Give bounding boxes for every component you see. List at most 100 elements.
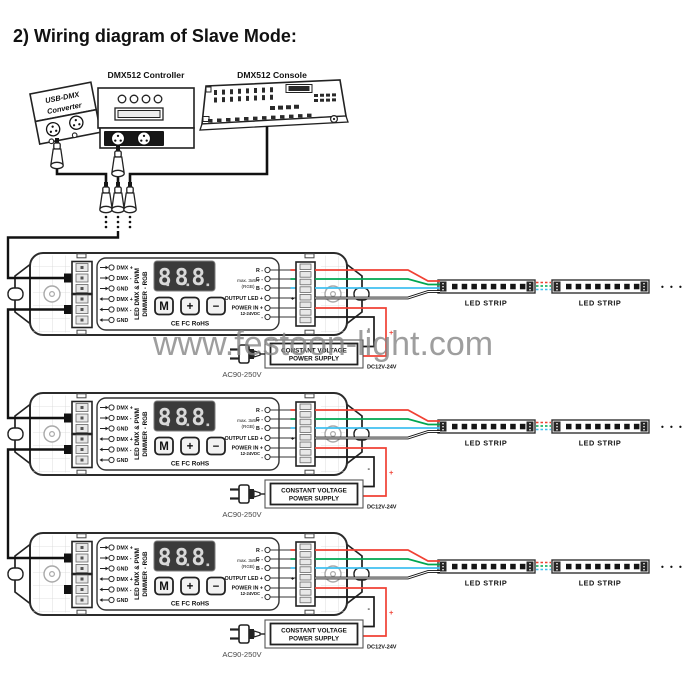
ac-input-label: AC90-250V <box>222 370 262 379</box>
wire-green <box>315 278 440 286</box>
svg-text:POWER IN +: POWER IN + <box>232 445 263 451</box>
wire-plus-inner <box>315 291 440 299</box>
converter-cable <box>55 167 108 182</box>
terminal-row-in-1: DMX + <box>100 264 133 271</box>
strip-connector-dashes <box>536 281 551 291</box>
dmx-chain-wires <box>6 231 120 560</box>
svg-text:POWER IN +: POWER IN + <box>232 305 263 311</box>
led-strip-2: LED STRIP <box>551 279 650 308</box>
m-button <box>154 576 174 596</box>
terminal-row-out-3: GND <box>99 596 128 604</box>
svg-text:+: + <box>187 441 194 453</box>
svg-text:+: + <box>187 581 194 593</box>
psu-minus-label: - <box>368 604 371 613</box>
svg-text:POWER SUPPLY: POWER SUPPLY <box>289 356 340 363</box>
svg-text:GND: GND <box>117 426 129 432</box>
led-strip-2: LED STRIP <box>551 559 650 588</box>
svg-text:OUTPUT LED +: OUTPUT LED + <box>225 296 263 302</box>
led-strip-label: LED STRIP <box>579 439 622 448</box>
psu-minus-label: - <box>368 464 371 473</box>
wire-green <box>315 418 440 426</box>
seven-segment-display: 888 <box>153 400 216 432</box>
svg-text:(RGB): (RGB) <box>241 284 254 289</box>
svg-text:R -: R - <box>256 408 263 414</box>
svg-text:DMX -: DMX - <box>117 556 132 562</box>
psu-plus-label: + <box>389 468 394 477</box>
svg-text:DMX +: DMX + <box>117 297 133 303</box>
dmx512-console <box>199 79 349 131</box>
svg-text:CONSTANT VOLTAGE: CONSTANT VOLTAGE <box>281 348 347 355</box>
svg-text:POWER IN +: POWER IN + <box>232 585 263 591</box>
psu-plus-label: + <box>389 608 394 617</box>
console-cable <box>128 126 269 182</box>
svg-text:OUTPUT LED +: OUTPUT LED + <box>225 436 263 442</box>
svg-text:12-24VDC: 12-24VDC <box>240 451 260 456</box>
power-wires: - + <box>315 447 394 497</box>
plus-button <box>180 296 200 316</box>
certification-marks: CE FC RoHS <box>171 321 210 328</box>
led-strip-label: LED STRIP <box>465 299 508 308</box>
certification-marks: CE FC RoHS <box>171 461 210 468</box>
strip-ellipsis: • • • <box>661 283 684 292</box>
dmx512-controller <box>97 87 195 149</box>
svg-text:POWER SUPPLY: POWER SUPPLY <box>289 636 340 643</box>
ac-input-label: AC90-250V <box>222 510 262 519</box>
dc-output-label: DC12V-24V <box>367 645 397 651</box>
product-name-line2: DIMMER - RGB <box>142 551 149 597</box>
svg-text:GND: GND <box>117 318 129 324</box>
svg-text:-: - <box>261 455 263 461</box>
svg-text:-: - <box>261 315 263 321</box>
output-terminal-block: + <box>290 261 316 327</box>
svg-text:CONSTANT VOLTAGE: CONSTANT VOLTAGE <box>281 628 347 635</box>
power-wire-plus <box>315 587 387 637</box>
terminal-row-out-1: DMX + <box>99 575 133 583</box>
svg-text:12-24VDC: 12-24VDC <box>240 311 260 316</box>
m-button <box>154 296 174 316</box>
display-digits: 888 <box>158 265 209 291</box>
led-wires <box>315 409 440 440</box>
dmx-terminal-blocks <box>64 260 93 329</box>
led-strip-label: LED STRIP <box>579 299 622 308</box>
dmx-terminal-labels: DMX + DMX - GND DMX + DMX - <box>99 404 133 464</box>
svg-text:max. 3x5A: max. 3x5A <box>237 278 260 283</box>
svg-text:DMX -: DMX - <box>117 587 132 593</box>
led-wires <box>315 269 440 300</box>
svg-text:+: + <box>291 577 294 583</box>
led-strip-label: LED STRIP <box>465 579 508 588</box>
wire-plus-inner <box>315 431 440 439</box>
console-slider-row <box>208 113 312 123</box>
minus-button <box>206 436 226 456</box>
svg-text:-: - <box>261 595 263 601</box>
wire-green <box>315 558 440 566</box>
svg-text:G -: G - <box>256 277 264 283</box>
dc-output-label: DC12V-24V <box>367 365 397 371</box>
power-wires: - + <box>315 307 394 357</box>
svg-text:OUTPUT LED +: OUTPUT LED + <box>225 576 263 582</box>
output-terminal-block: + <box>290 401 316 467</box>
output-labels: max. 3x5A (RGB) R - G - B - OUTPUT LED +… <box>225 406 296 461</box>
svg-text:DMX -: DMX - <box>117 276 132 282</box>
led-strip-1: LED STRIP <box>437 559 536 588</box>
svg-text:B -: B - <box>256 426 263 432</box>
dmx-output-plugs <box>99 181 137 229</box>
svg-text:+: + <box>187 301 194 313</box>
top-devices: USB-DMX Converter DMX512 Controller DMX5… <box>29 70 349 229</box>
bracket-left-notch <box>7 427 24 441</box>
led-strip-label: LED STRIP <box>465 439 508 448</box>
strip-ellipsis: • • • <box>661 563 684 572</box>
led-strip-1: LED STRIP <box>437 419 536 448</box>
faceplate <box>96 397 280 471</box>
svg-text:DMX +: DMX + <box>117 265 133 271</box>
svg-text:M: M <box>159 581 169 593</box>
terminal-row-out-1: DMX + <box>99 295 133 303</box>
svg-text:−: − <box>213 301 220 313</box>
svg-text:DMX -: DMX - <box>117 307 132 313</box>
svg-text:M: M <box>159 441 169 453</box>
ac-plug-icon <box>230 344 265 364</box>
page-title: 2) Wiring diagram of Slave Mode: <box>13 26 297 46</box>
svg-text:GND: GND <box>117 286 129 292</box>
seven-segment-display: 888 <box>153 540 216 572</box>
ac-plug-icon <box>230 624 265 644</box>
plus-button <box>180 436 200 456</box>
